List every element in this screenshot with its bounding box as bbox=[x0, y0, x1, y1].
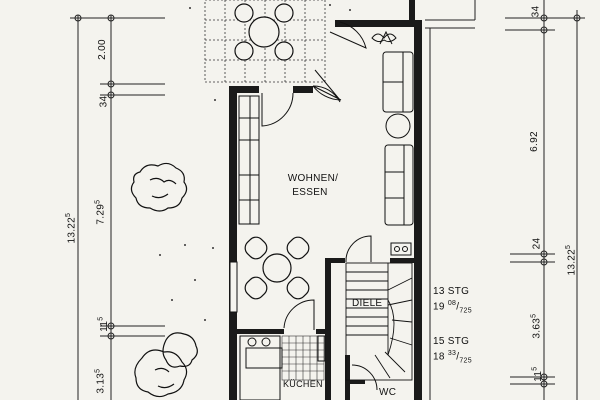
dim-left-small-sup: 5 bbox=[97, 316, 105, 321]
dim-left-mid-sup: 5 bbox=[94, 199, 102, 204]
stair-upper-rise-sub: 725 bbox=[459, 307, 472, 315]
stair-lower-rise: 18 33/725 bbox=[433, 350, 472, 365]
dim-left-small-value: 11 bbox=[98, 320, 110, 332]
doors bbox=[261, 21, 378, 391]
room-label-hall: DIELE bbox=[352, 298, 383, 309]
dim-right-small-sup: 5 bbox=[531, 366, 539, 371]
ground-texture bbox=[159, 4, 351, 321]
dim-right-lower-sup: 5 bbox=[530, 313, 538, 318]
dim-left-bottom-sup: 5 bbox=[94, 368, 102, 373]
exterior-walls bbox=[229, 0, 422, 400]
staircase bbox=[345, 262, 413, 381]
stair-lower-count: 15 STG bbox=[433, 336, 470, 347]
terrace-table-set bbox=[234, 3, 294, 61]
dim-left-mid: 7.295 bbox=[94, 200, 106, 225]
left-dimension-lines bbox=[70, 14, 165, 400]
dim-left-top: 2.00 bbox=[96, 39, 108, 60]
stair-upper-rise-sup: 08 bbox=[447, 300, 457, 307]
stair-lower-rise-sub: 725 bbox=[459, 357, 472, 365]
left-sofa bbox=[238, 95, 260, 225]
plant-icon bbox=[371, 30, 397, 45]
stair-note-lower: 15 STG 18 33/725 bbox=[433, 336, 472, 367]
dim-right-lower-value: 3.63 bbox=[531, 317, 543, 339]
dim-right-total-sup: 5 bbox=[565, 244, 573, 249]
room-label-wc: WC bbox=[379, 387, 397, 398]
neighbour-wall bbox=[425, 0, 476, 400]
kitchen-counter bbox=[239, 335, 326, 400]
dim-left-wall: 34 bbox=[98, 95, 110, 108]
dim-left-small: 115 bbox=[97, 317, 109, 332]
interior-walls bbox=[237, 258, 414, 400]
stair-lower-rise-main: 18 bbox=[433, 351, 445, 363]
right-furniture bbox=[382, 51, 414, 256]
window bbox=[229, 261, 238, 313]
dim-left-total-value: 13.22 bbox=[66, 217, 78, 244]
stair-upper-rise: 19 08/725 bbox=[433, 300, 472, 315]
dim-right-wall: 24 bbox=[531, 237, 543, 250]
dim-right-small-value: 11 bbox=[532, 370, 544, 382]
dim-right-mid: 6.92 bbox=[528, 131, 540, 152]
dim-left-total-sup: 5 bbox=[65, 212, 73, 217]
kitchen-tiles bbox=[281, 335, 325, 381]
room-label-living-line1: WOHNEN/ bbox=[287, 173, 339, 184]
dim-right-small: 115 bbox=[531, 367, 543, 382]
dim-left-total: 13.225 bbox=[65, 213, 77, 244]
right-dimension-lines bbox=[505, 0, 585, 400]
dim-right-total: 13.225 bbox=[565, 245, 577, 276]
dim-left-bottom-value: 3.13 bbox=[95, 372, 107, 394]
tree-icon bbox=[130, 162, 188, 212]
room-label-living-line2: ESSEN bbox=[292, 187, 328, 198]
stair-upper-rise-main: 19 bbox=[433, 301, 445, 313]
stair-upper-count: 13 STG bbox=[433, 286, 470, 297]
dim-right-top-wall: 34 bbox=[530, 5, 542, 18]
stair-note-upper: 13 STG 19 08/725 bbox=[433, 286, 472, 317]
stair-lower-rise-sup: 33 bbox=[447, 350, 457, 357]
tree-icon bbox=[134, 332, 198, 398]
dim-right-lower: 3.635 bbox=[530, 314, 542, 339]
room-label-living: WOHNEN/ ESSEN bbox=[278, 172, 348, 200]
dim-left-mid-value: 7.29 bbox=[95, 203, 107, 225]
room-label-kitchen: KÜCHEN bbox=[283, 379, 323, 389]
dim-right-total-value: 13.22 bbox=[566, 249, 578, 276]
dim-left-bottom: 3.135 bbox=[94, 369, 106, 394]
dining-table-set bbox=[244, 236, 310, 300]
